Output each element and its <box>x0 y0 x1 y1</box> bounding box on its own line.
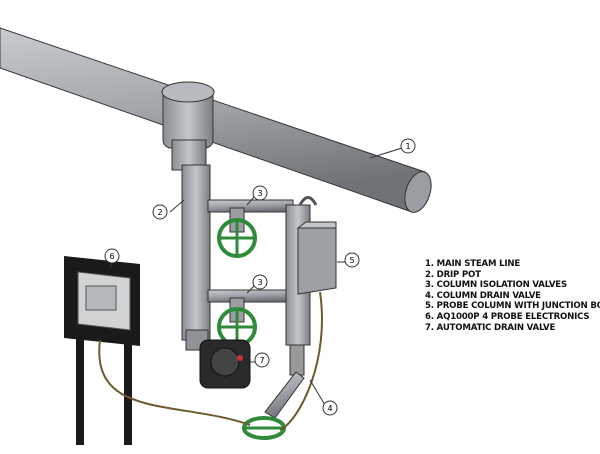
svg-text:4: 4 <box>327 404 332 413</box>
svg-text:3: 3 <box>257 278 262 287</box>
callout-2: 2 <box>152 204 168 220</box>
legend-item: 4. COLUMN DRAIN VALVE <box>425 290 541 301</box>
lower-branch-pipe <box>207 289 294 303</box>
legend-item: 3. COLUMN ISOLATION VALVES <box>425 280 567 291</box>
electronics-panel <box>64 256 140 445</box>
callout-1: 1 <box>400 138 416 154</box>
junction-box <box>296 221 337 295</box>
callout-6: 6 <box>104 248 120 264</box>
automatic-drain-valve <box>199 339 251 389</box>
upper-isolation-valve[interactable] <box>217 207 257 258</box>
lower-isolation-valve[interactable] <box>217 297 257 347</box>
legend: 1. MAIN STEAM LINE 2. DRIP POT 3. COLUMN… <box>425 259 600 333</box>
callout-4: 4 <box>322 400 338 416</box>
svg-text:5: 5 <box>349 256 354 265</box>
svg-text:1: 1 <box>405 142 410 151</box>
svg-text:3: 3 <box>257 189 262 198</box>
legend-item: 6. AQ1000P 4 PROBE ELECTRONICS <box>425 311 590 322</box>
drip-pot <box>181 164 211 351</box>
callout-7: 7 <box>254 352 270 368</box>
column-drain-valve[interactable] <box>242 416 286 440</box>
svg-text:7: 7 <box>259 356 264 365</box>
legend-item: 1. MAIN STEAM LINE <box>425 259 521 269</box>
svg-text:2: 2 <box>157 208 162 217</box>
callout-5: 5 <box>344 252 360 268</box>
main-steam-line <box>0 27 432 213</box>
signal-cable <box>98 339 251 426</box>
legend-item: 7. AUTOMATIC DRAIN VALVE <box>425 322 556 333</box>
svg-text:6: 6 <box>109 252 114 261</box>
pipe-tee <box>161 81 215 171</box>
callout-3: 3 <box>252 274 268 290</box>
legend-item: 5. PROBE COLUMN WITH JUNCTION BOX <box>425 301 600 312</box>
legend-item: 2. DRIP POT <box>425 269 481 280</box>
callout-3: 3 <box>252 185 268 201</box>
